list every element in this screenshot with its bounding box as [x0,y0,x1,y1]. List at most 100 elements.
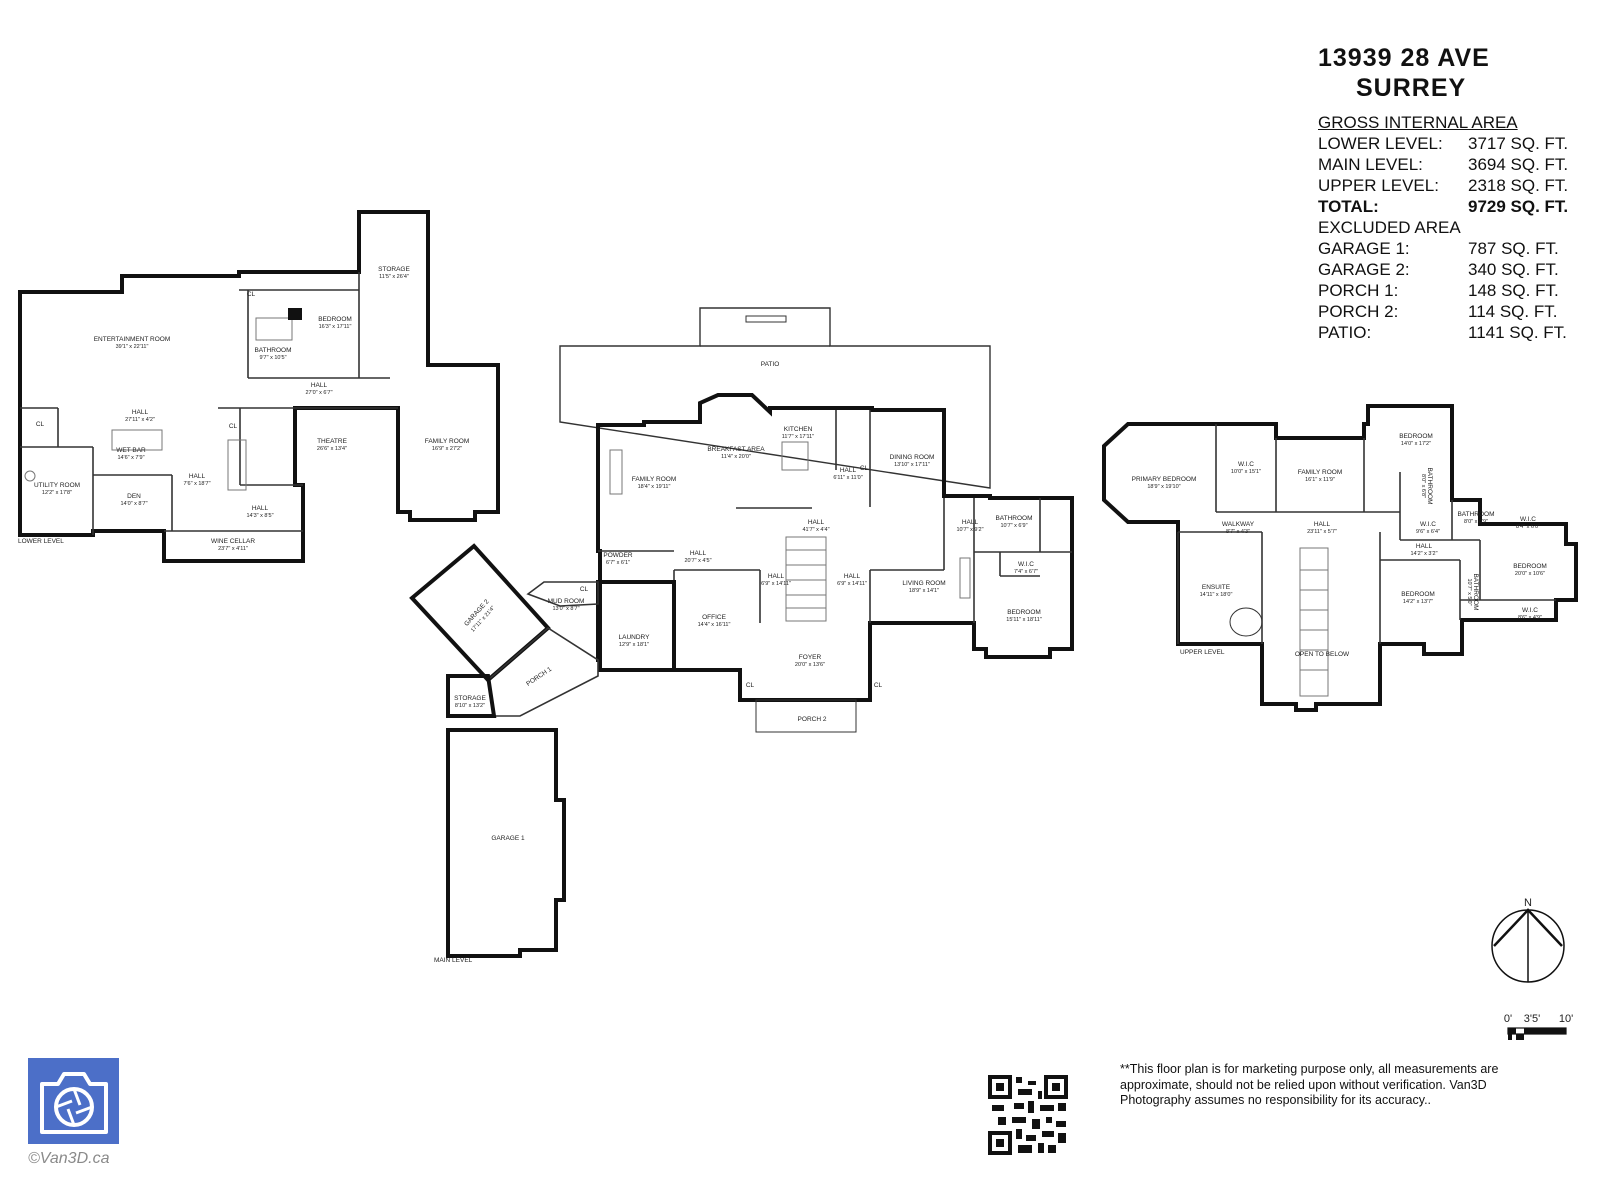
room-name: CL [746,682,755,689]
room-dims: 14'0" x 17'2" [1401,441,1431,447]
room-dims: 16'9" x 27'2" [432,446,462,452]
room-dims: 26'6" x 13'4" [317,446,347,452]
room-name: GARAGE 1 [491,835,525,842]
area-row-main: MAIN LEVEL:3694 SQ. FT. [1318,155,1569,174]
room-name: HALL [189,473,206,480]
room-name: W.I.C [1520,516,1536,523]
room-dims: 14'3" x 8'5" [246,513,273,519]
scale-label: 0' [1504,1013,1512,1025]
room-name: PRIMARY BEDROOM [1132,476,1197,483]
room-dims: 18'9" x 14'1" [909,588,939,594]
room-dims: 10'7" x 5'0" [1466,578,1472,605]
room-dims: 18'4" x 19'11" [638,484,671,490]
area-row-total: TOTAL:9729 SQ. FT. [1318,197,1569,216]
room-name: THEATRE [317,438,348,445]
room-name: WINE CELLAR [211,538,255,545]
copyright-text: ©Van3D.ca [28,1150,110,1167]
room-name: BEDROOM [1513,563,1547,570]
area-summary: GROSS INTERNAL AREA LOWER LEVEL:3717 SQ.… [1318,112,1593,343]
room-dims: 6'7" x 6'1" [606,560,630,566]
room-name: BATHROOM [1457,511,1494,518]
room-dims: 6'11" x 11'0" [833,475,862,481]
room-name: HALL [1314,521,1331,528]
room-name: PATIO [761,361,780,368]
room-name: HALL [690,550,707,557]
room-name: POWDER [603,552,633,559]
room-dims: 8'0" x 6'9" [1464,519,1488,525]
area-row-patio: PATIO:1141 SQ. FT. [1318,323,1567,342]
room-dims: 13'10" x 17'11" [894,462,930,468]
compass-icon: N [1491,897,1565,983]
level-label: LOWER LEVEL [18,538,64,545]
room-dims: 6'9" x 14'11" [837,581,867,587]
room-name: ENTERTAINMENT ROOM [94,336,171,343]
room-dims: 20'7" x 4'5" [684,558,711,564]
main-level-plan: PATIO BREAKFAST AREA 11'4" x 20'0" KITCH… [409,307,1074,964]
room-name: PORCH 1 [525,666,553,688]
room-dims: 10'7" x 6'9" [1000,523,1027,529]
room-name: HALL [311,382,328,389]
room-dims: 11'7" x 17'11" [782,434,814,440]
room-name: HALL [1416,543,1433,550]
room-name: WALKWAY [1222,521,1255,528]
room-dims: 10'0" x 15'1" [1231,469,1261,475]
room-name: HALL [252,505,269,512]
room-dims: 12'2" x 17'8" [42,490,72,496]
room-name: HALL [768,573,785,580]
room-dims: 27'11" x 4'2" [125,417,155,423]
room-name: BATHROOM [1472,573,1479,610]
upper-level-plan: PRIMARY BEDROOM 18'9" x 19'10" W.I.C 10'… [1102,404,1578,712]
room-name: HALL [840,467,857,474]
room-name: W.I.C [1238,461,1254,468]
room-name: BEDROOM [318,316,352,323]
room-name: CL [229,423,238,430]
room-dims: 8'7" x 4'3" [1226,529,1250,535]
room-dims: 12'9" x 18'1" [619,642,649,648]
room-name: STORAGE [378,266,410,273]
room-name: ENSUITE [1202,584,1231,591]
area-row-porch1: PORCH 1:148 SQ. FT. [1318,281,1559,300]
room-dims: 16'1" x 11'9" [1305,477,1335,483]
room-name: OPEN TO BELOW [1295,651,1350,658]
room-dims: 8'10" x 13'2" [455,703,485,709]
room-dims: 23'11" x 5'7" [1307,529,1337,535]
area-row-porch2: PORCH 2:114 SQ. FT. [1318,302,1558,321]
room-name: LAUNDRY [619,634,651,641]
excluded-area-heading: EXCLUDED AREA [1318,218,1461,237]
room-dims: 15'11" x 18'11" [1006,617,1042,623]
room-name: UTILITY ROOM [34,482,80,489]
room-name: STORAGE [454,695,486,702]
room-name: FAMILY ROOM [425,438,470,445]
room-name: FAMILY ROOM [1298,469,1343,476]
address-title: 13939 28 AVE [1318,44,1490,72]
room-name: DEN [127,493,141,500]
room-name: WET BAR [116,447,146,454]
room-dims: 8'0" x 6'8" [1420,474,1426,498]
room-name: DINING ROOM [890,454,935,461]
room-name: CL [874,682,883,689]
room-dims: 41'7" x 4'4" [802,527,829,533]
room-dims: 8'4" x 6'0" [1516,524,1540,530]
room-name: CL [247,291,256,298]
room-name: MUD ROOM [548,598,585,605]
room-name: CL [860,465,869,472]
scale-bar: 0' 3'5' 10' [1504,1013,1573,1040]
room-dims: 27'0" x 6'7" [305,390,332,396]
city-title: SURREY [1356,74,1467,102]
room-name: LIVING ROOM [902,580,945,587]
gross-area-heading: GROSS INTERNAL AREA [1318,113,1518,132]
room-name: W.I.C [1018,561,1034,568]
room-dims: 7'4" x 6'7" [1014,569,1038,575]
room-dims: 6'9" x 14'11" [761,581,791,587]
room-name: BATHROOM [1426,467,1433,504]
room-name: FOYER [799,654,822,661]
room-dims: 13'0" x 8'7" [552,606,579,612]
area-row-garage1: GARAGE 1:787 SQ. FT. [1318,239,1559,258]
room-dims: 20'0" x 13'6" [795,662,825,668]
room-dims: 18'9" x 19'10" [1147,484,1180,490]
room-dims: 14'2" x 13'7" [1403,599,1433,605]
level-label: MAIN LEVEL [434,957,473,964]
room-name: PORCH 2 [798,716,827,723]
room-dims: 20'0" x 10'6" [1515,571,1545,577]
